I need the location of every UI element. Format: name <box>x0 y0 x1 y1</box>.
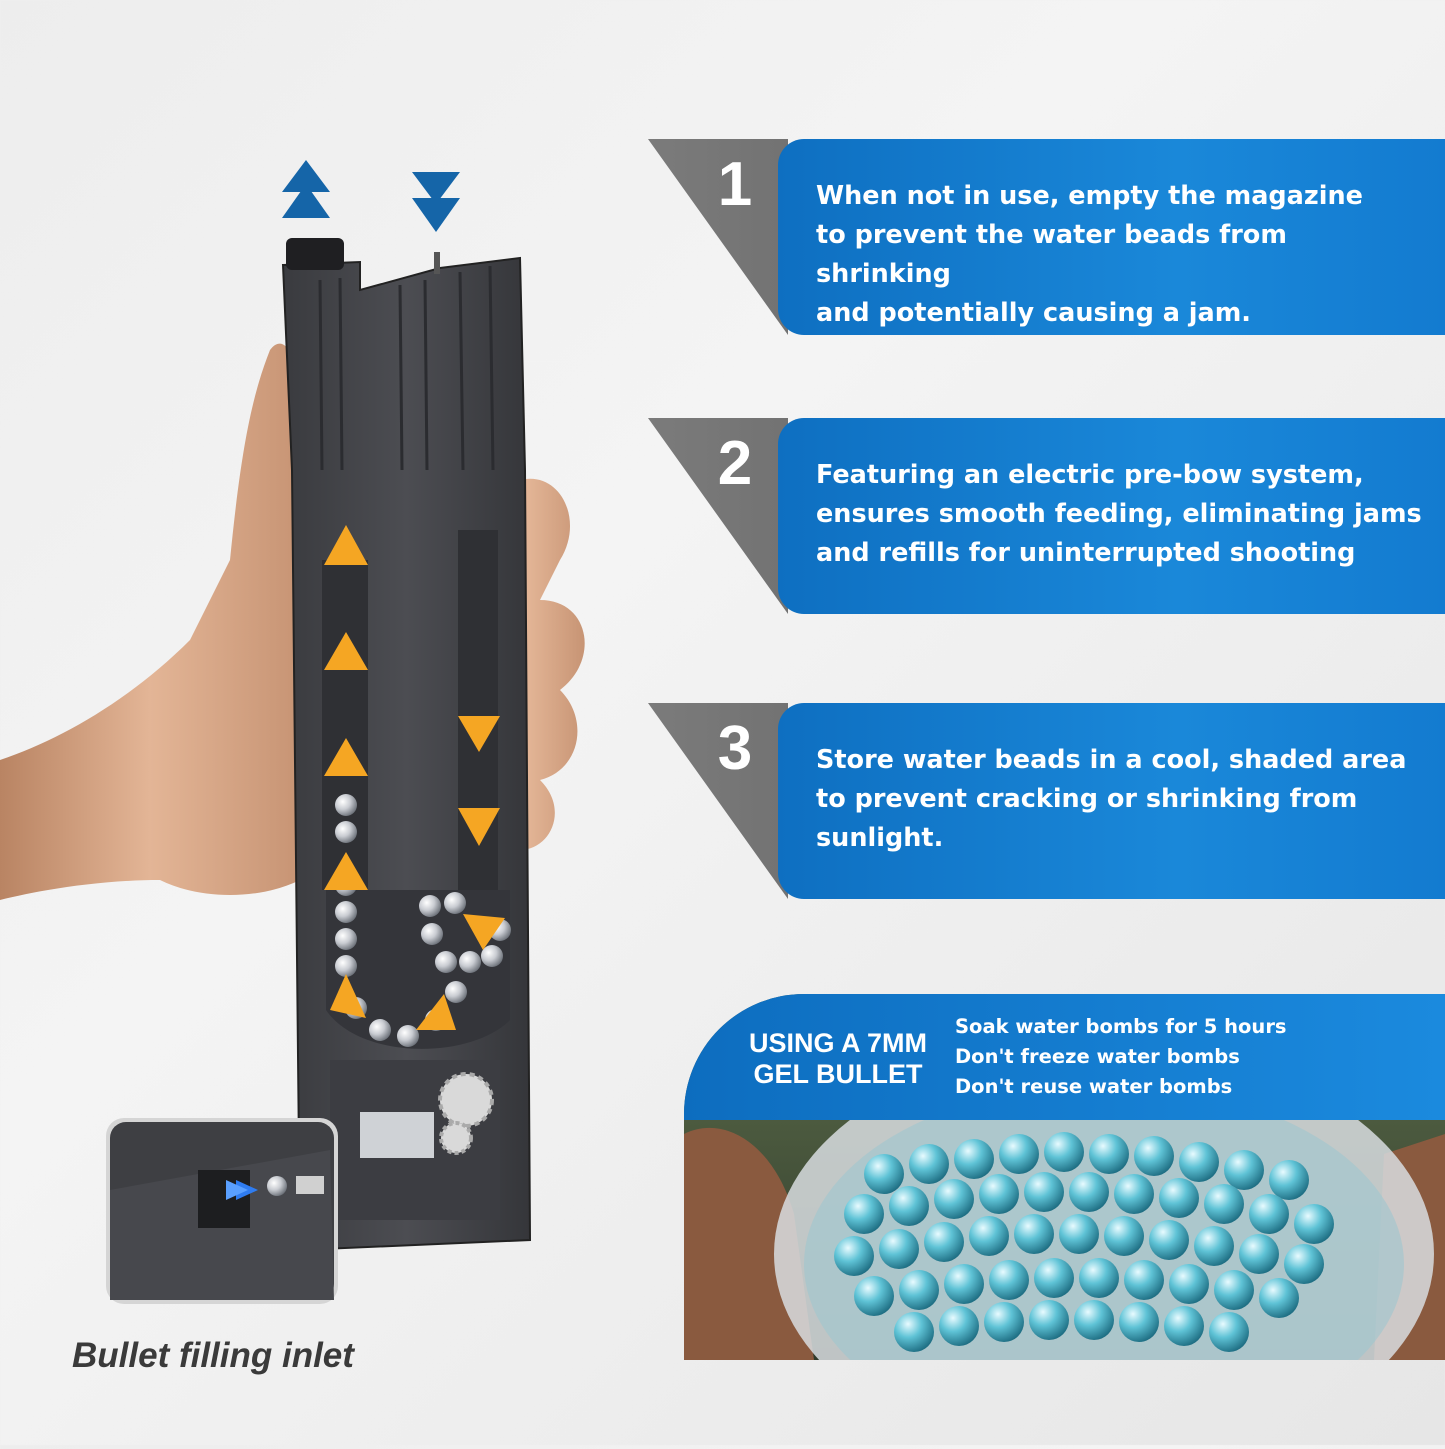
gel-tip: Don't freeze water bombs <box>955 1045 1240 1068</box>
magazine-illustration: Bullet filling inlet <box>0 0 640 1445</box>
card-text: When not in use, empty the magazine to p… <box>816 181 1363 328</box>
card-number: 1 <box>717 150 753 219</box>
info-card-2: 2 Featuring an electric pre-bow system, … <box>648 418 1445 614</box>
arrow-up-icon <box>282 160 330 218</box>
bullet-inlet-caption: Bullet filling inlet <box>72 1336 354 1375</box>
magazine-drawing <box>0 160 585 1304</box>
gel-tip: Don't reuse water bombs <box>955 1075 1233 1098</box>
gear-small <box>439 1121 473 1155</box>
card-panel <box>778 703 1445 899</box>
gel-tip: Soak water bombs for 5 hours <box>955 1015 1287 1038</box>
card-panel <box>778 139 1445 335</box>
gel-banner <box>684 994 1445 1120</box>
gel-tips: Soak water bombs for 5 hours Don't freez… <box>955 1012 1287 1102</box>
info-card-3: 3 Store water beads in a cool, shaded ar… <box>648 703 1445 899</box>
inlet-inset <box>106 1118 338 1304</box>
gel-title-line2: GEL BULLET <box>753 1059 923 1089</box>
motor-block <box>360 1112 434 1158</box>
card-text: Store water beads in a cool, shaded area… <box>816 745 1407 853</box>
arrow-down-icon <box>412 172 460 232</box>
card-panel <box>778 418 1445 614</box>
magazine-top-nub <box>286 238 344 270</box>
gel-bullet-panel: USING A 7MM GEL BULLET Soak water bombs … <box>684 994 1445 1360</box>
card-number: 3 <box>717 714 753 783</box>
orange-flow-arrows <box>324 525 505 1030</box>
card-text: Featuring an electric pre-bow system, en… <box>816 460 1422 568</box>
magazine-pin <box>434 252 440 274</box>
magazine-ribs <box>318 265 495 471</box>
gel-title: USING A 7MM GEL BULLET <box>728 1028 948 1090</box>
feed-cavity <box>326 890 510 1049</box>
gear-large <box>438 1072 494 1128</box>
gel-bead-cluster <box>834 1132 1334 1352</box>
hand-shape <box>0 343 300 900</box>
info-card-1: 1 When not in use, empty the magazine to… <box>648 139 1445 335</box>
card-number: 2 <box>717 429 753 498</box>
gel-title-line1: USING A 7MM <box>748 1028 927 1058</box>
